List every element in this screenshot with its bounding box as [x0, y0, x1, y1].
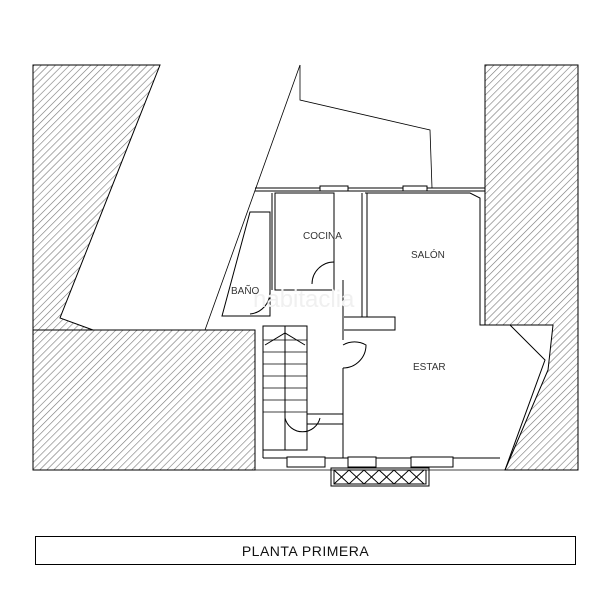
neighbor-hatch-top-left: [32, 64, 161, 331]
room-label-bano: BAÑO: [231, 284, 260, 297]
plan-title-box: PLANTA PRIMERA: [35, 536, 576, 565]
plot-boundary: [33, 64, 578, 471]
windows: [286, 185, 454, 468]
watermark: habitaclia: [253, 286, 355, 313]
neighbor-hatch-right: [484, 64, 579, 471]
balcony: [330, 467, 430, 487]
plan-title: PLANTA PRIMERA: [241, 542, 370, 559]
stair-treads: [263, 339, 307, 413]
room-label-estar: ESTAR: [413, 362, 446, 373]
walls: [221, 187, 546, 471]
neighbor-hatch-bottom-left: [32, 329, 256, 471]
room-label-cocina: COCINA: [303, 231, 342, 242]
room-label-salon: SALÓN: [411, 248, 445, 261]
